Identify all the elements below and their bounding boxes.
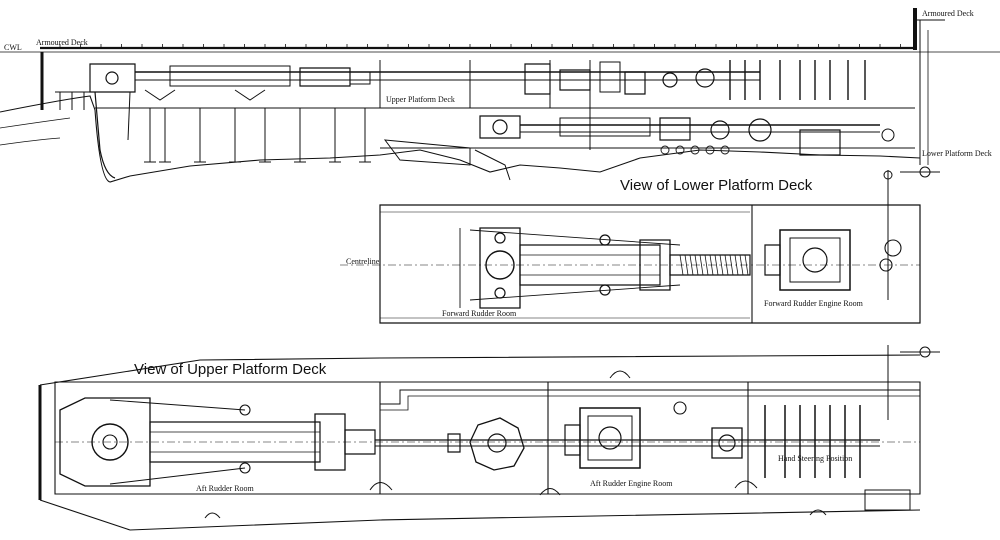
side-elevation [0,8,1000,182]
upper-platform-deck-plan [40,345,940,530]
lower-platform-deck-label: Lower Platform Deck [922,149,992,158]
lower-platform-deck-plan [340,167,940,323]
hand-steering-position-label: Hand Steering Position [778,454,853,463]
upper-deck-hull-outline [40,355,920,385]
hull-profile [0,96,920,182]
upper-platform-view-title: View of Upper Platform Deck [134,361,327,378]
armoured-deck-label-left: Armoured Deck [36,38,88,47]
armoured-deck-label-right: Armoured Deck [922,9,974,18]
centreline-label: Centreline [346,257,380,266]
stanchions [55,90,371,162]
aft-rudder-room-label: Aft Rudder Room [196,484,254,493]
upper-platform-deck-label: Upper Platform Deck [386,95,455,104]
hand-wheels-plan [765,405,860,478]
lower-platform-view-title: View of Lower Platform Deck [620,177,813,194]
aft-rudder-engine [580,408,640,468]
aft-rudder-engine-room-label: Aft Rudder Engine Room [590,479,673,488]
frame-ticks [60,44,901,48]
forward-rudder-engine-room-label: Forward Rudder Engine Room [764,299,863,308]
cwl-label: CWL [4,43,22,52]
forward-rudder-room-label: Forward Rudder Room [442,309,517,318]
lower-deck-outline [380,205,920,323]
hand-wheels-elevation [730,60,865,100]
